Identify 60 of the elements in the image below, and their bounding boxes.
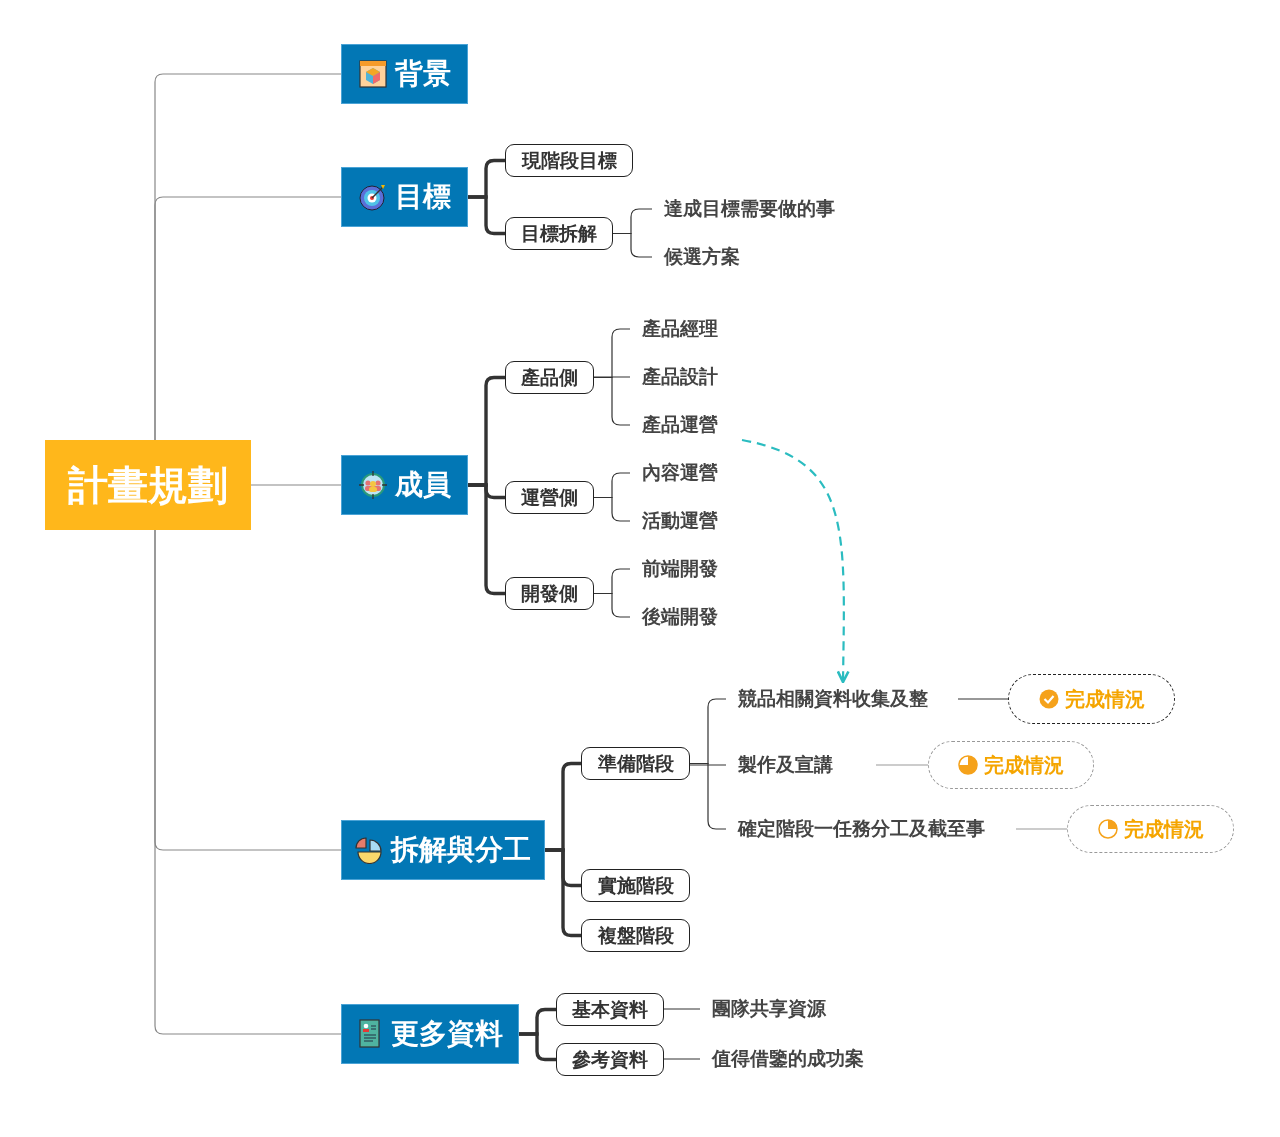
subtopic-box: 基本資料 xyxy=(556,993,664,1026)
topic-box xyxy=(341,44,468,104)
connector-line xyxy=(689,764,727,766)
topic-box xyxy=(341,455,468,515)
subtopic-box: 實施階段 xyxy=(581,869,690,902)
topic-text: 候選方案 xyxy=(652,242,762,272)
subtopic-box: 運營側 xyxy=(505,481,594,514)
connector-line xyxy=(663,1058,701,1060)
status-pill xyxy=(1067,805,1234,853)
connector-line xyxy=(689,762,727,830)
connector-line xyxy=(875,764,929,766)
connector-line xyxy=(250,484,342,486)
topic-label: 成員 xyxy=(394,468,451,502)
topic-label: 目標 xyxy=(394,180,451,214)
connector-line xyxy=(154,196,342,441)
central-topic-box: 計畫規劃 xyxy=(45,440,251,530)
connector-line xyxy=(593,376,631,426)
topic-text: 值得借鑒的成功案 xyxy=(700,1044,890,1074)
connector-line xyxy=(154,529,342,1035)
arrow xyxy=(741,438,850,684)
connector-line xyxy=(1015,828,1068,830)
subtopic-box: 開發側 xyxy=(505,577,594,610)
topic-box xyxy=(341,820,545,880)
topic-text: 內容運營 xyxy=(630,458,740,488)
subtopic-box: 產品側 xyxy=(505,361,594,394)
connector-line xyxy=(545,848,581,938)
connector-line xyxy=(663,1008,701,1010)
topic-label: 更多資料 xyxy=(391,1017,503,1051)
topic-text: 競品相關資料收集及整 xyxy=(726,684,958,714)
connector-line xyxy=(519,1032,556,1062)
topic-text: 前端開發 xyxy=(630,554,740,584)
connector-line xyxy=(593,496,631,522)
connector-line xyxy=(468,483,505,596)
topic-text: 活動運營 xyxy=(630,506,740,536)
connector-line xyxy=(612,232,653,258)
status-label: 完成情況 xyxy=(1123,816,1204,842)
connector-line xyxy=(468,195,505,236)
topic-box xyxy=(341,167,468,227)
status-label: 完成情況 xyxy=(1064,686,1145,712)
topic-box xyxy=(341,1004,519,1064)
topic-text: 產品經理 xyxy=(630,314,740,344)
subtopic-box: 現階段目標 xyxy=(505,144,633,177)
subtopic-box: 準備階段 xyxy=(581,747,690,780)
topic-label: 拆解與分工 xyxy=(391,833,531,867)
subtopic-box: 參考資料 xyxy=(556,1043,664,1076)
connector-line xyxy=(593,592,631,618)
connector-line xyxy=(593,376,631,378)
topic-text: 達成目標需要做的事 xyxy=(652,194,857,224)
topic-text: 製作及宣講 xyxy=(726,750,876,780)
connector-line xyxy=(957,698,1009,700)
topic-text: 產品設計 xyxy=(630,362,740,392)
subtopic-box: 目標拆解 xyxy=(505,217,613,250)
topic-text: 產品運營 xyxy=(630,410,740,440)
topic-text: 確定階段一任務分工及截至事 xyxy=(726,814,1016,844)
topic-label: 背景 xyxy=(394,57,451,91)
topic-text: 團隊共享資源 xyxy=(700,994,850,1024)
status-pill xyxy=(928,741,1094,789)
subtopic-box: 複盤階段 xyxy=(581,919,690,952)
topic-text: 後端開發 xyxy=(630,602,740,632)
status-label: 完成情況 xyxy=(984,752,1064,778)
